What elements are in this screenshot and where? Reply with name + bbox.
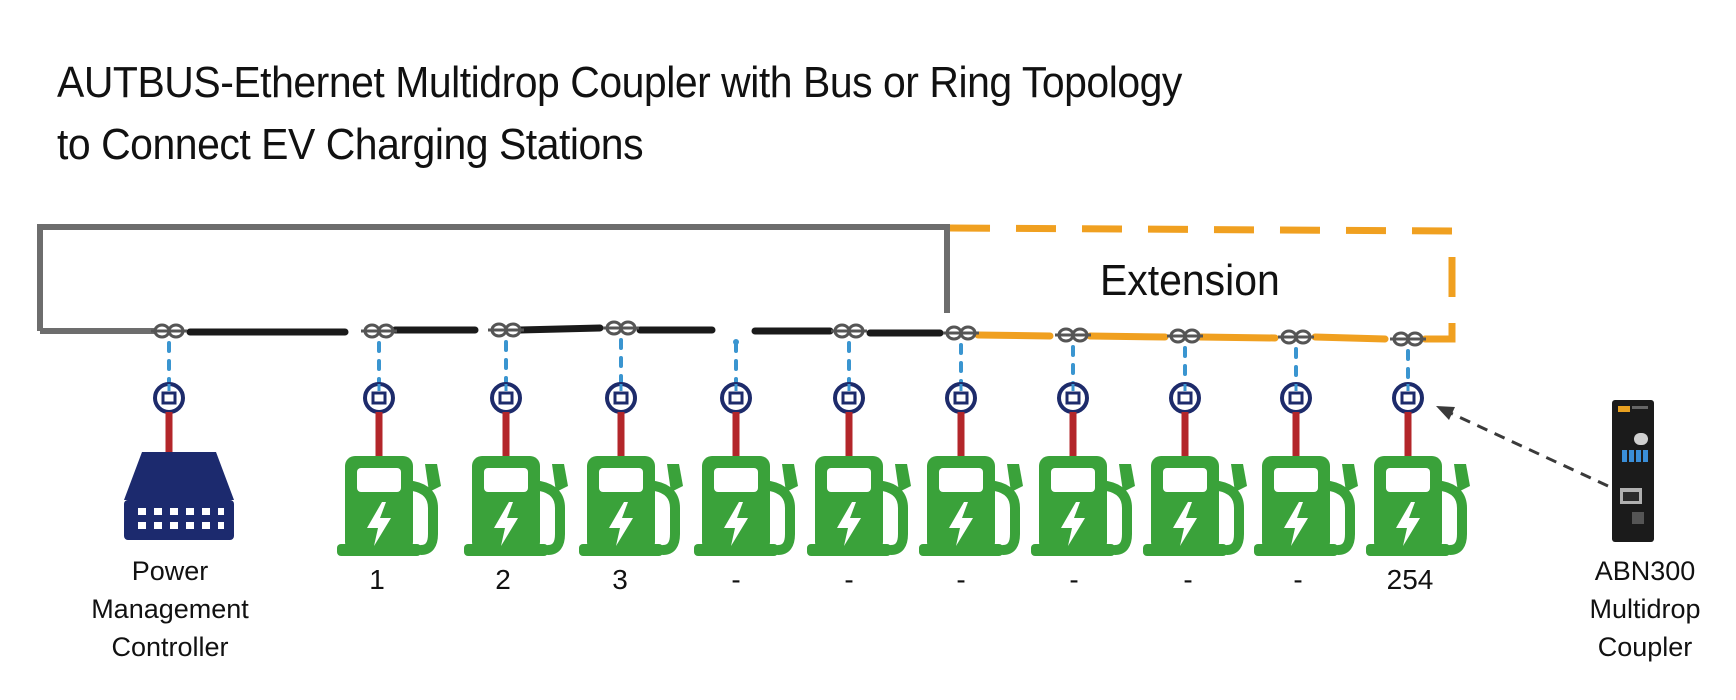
drop-assembly <box>1390 331 1426 458</box>
cable-connector-icon <box>1055 327 1091 343</box>
drop-assembly <box>1167 328 1203 458</box>
extension-dashed-loop <box>949 224 1456 343</box>
ev-charging-station-icon <box>337 456 441 556</box>
ev-charging-station-icon <box>1143 456 1247 556</box>
coupler-label-line-2: Multidrop <box>1589 594 1701 624</box>
ring-return-line <box>37 224 950 331</box>
drop-assembly <box>943 325 979 458</box>
cable-connector-icon <box>1167 328 1203 344</box>
station-number: - <box>1069 564 1079 595</box>
network-node-icon <box>153 382 185 414</box>
ev-charging-station-icon <box>464 456 568 556</box>
diagram-title: AUTBUS-Ethernet Multidrop Coupler with B… <box>57 52 1182 176</box>
station-number: 3 <box>612 564 628 595</box>
network-node-icon <box>1280 382 1312 414</box>
network-node-icon <box>945 382 977 414</box>
drop-assembly <box>831 323 867 458</box>
station-number: 254 <box>1386 564 1434 595</box>
abn300-coupler-label: ABN300 Multidrop Coupler <box>1560 552 1730 666</box>
drop-assembly <box>1055 327 1091 458</box>
ev-charging-station-icon <box>694 456 798 556</box>
station-number: - <box>731 564 741 595</box>
cable-connector-icon <box>831 323 867 339</box>
station-number: - <box>844 564 854 595</box>
coupler-label-line-3: Coupler <box>1597 632 1693 662</box>
drop-assembly <box>603 320 639 458</box>
abn300-coupler-device-icon <box>1612 400 1654 542</box>
station-number: 1 <box>369 564 385 595</box>
cable-connector-icon <box>1278 329 1314 345</box>
network-node-icon <box>1169 382 1201 414</box>
network-node-icon <box>720 382 752 414</box>
cable-connector-icon <box>943 325 979 341</box>
ev-charging-station-icon <box>579 456 683 556</box>
cable-connector-icon <box>1390 331 1426 347</box>
ev-charging-station-icon <box>1366 456 1470 556</box>
drop-assembly <box>1278 329 1314 458</box>
controller-label-line-3: Controller <box>111 632 229 662</box>
coupler-label-line-1: ABN300 <box>1594 556 1696 586</box>
cable-connector-icon <box>361 323 397 339</box>
drop-assembly <box>361 323 397 458</box>
power-management-controller-label: Power Management Controller <box>85 552 255 666</box>
extension-bus <box>974 331 1444 343</box>
controller-label-line-2: Management <box>91 594 249 624</box>
network-node-icon <box>1392 382 1424 414</box>
network-node-icon <box>833 382 865 414</box>
station-number: - <box>956 564 966 595</box>
title-line-1: AUTBUS-Ethernet Multidrop Coupler with B… <box>57 58 1182 107</box>
bus-line <box>186 324 944 337</box>
cable-connector-icon <box>488 322 524 338</box>
station-number: 2 <box>495 564 511 595</box>
cable-connector-icon <box>603 320 639 336</box>
ev-charging-station-icon <box>807 456 911 556</box>
ev-charging-station-icon <box>919 456 1023 556</box>
coupler-arrow <box>1436 406 1609 488</box>
ev-charging-station-icon <box>1254 456 1358 556</box>
drop-assembly <box>720 339 752 458</box>
drop-assembly <box>488 322 524 458</box>
network-node-icon <box>605 382 637 414</box>
title-line-2: to Connect EV Charging Stations <box>57 120 644 169</box>
cable-connector-icon <box>151 323 187 339</box>
extension-label: Extension <box>1100 256 1280 305</box>
controller-label-line-1: Power <box>131 556 209 586</box>
station-number: - <box>1293 564 1303 595</box>
network-node-icon <box>490 382 522 414</box>
network-node-icon <box>363 382 395 414</box>
network-node-icon <box>1057 382 1089 414</box>
station-number: - <box>1183 564 1193 595</box>
drop-assembly <box>151 323 187 452</box>
ev-charging-station-icon <box>1031 456 1135 556</box>
power-management-controller-icon <box>124 452 234 540</box>
